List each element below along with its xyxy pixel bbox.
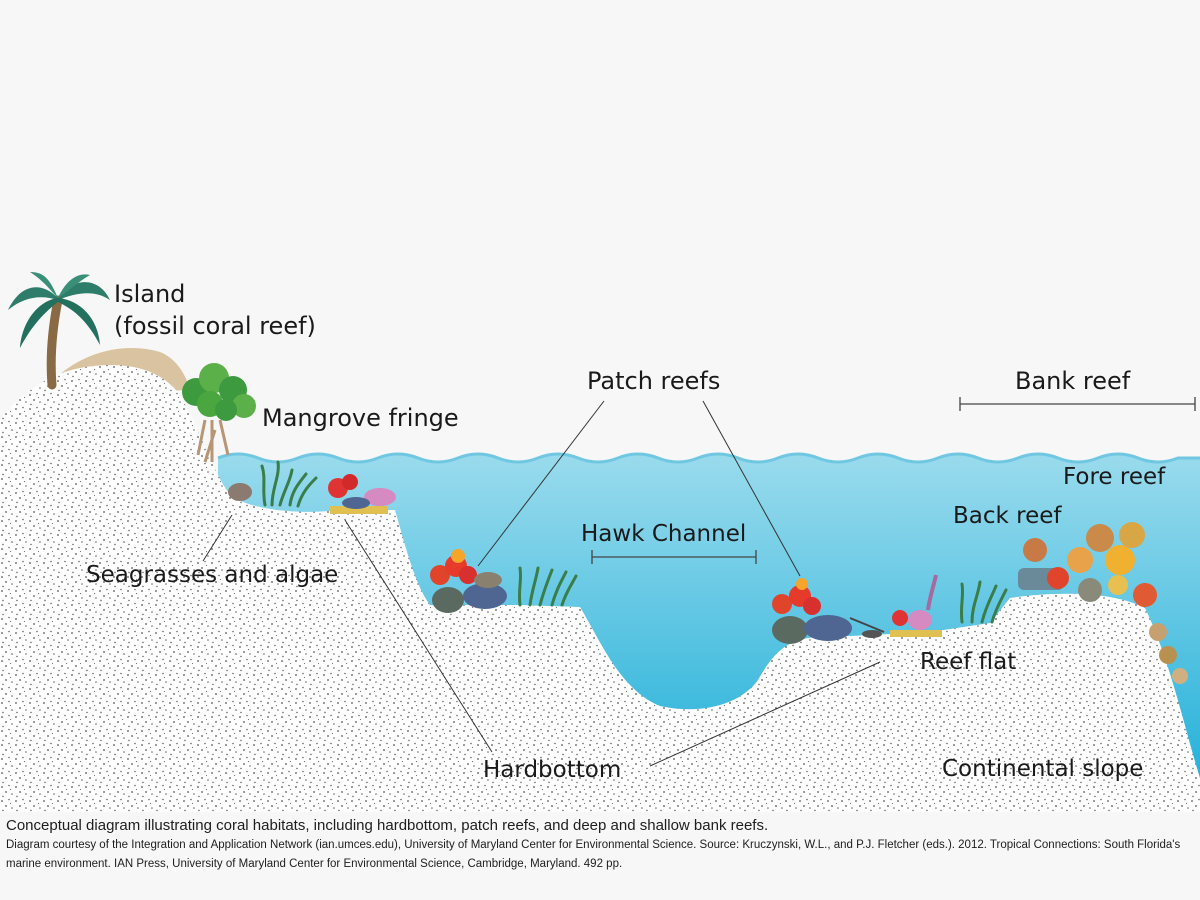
hawk-channel-range-bar [591, 550, 757, 564]
label-bank-reef: Bank reef [1015, 367, 1131, 395]
patch-reef-coral-icon [430, 549, 507, 613]
leader-lines [202, 400, 881, 767]
seabed-sediment [0, 365, 1200, 812]
label-mangrove-fringe: Mangrove fringe [262, 404, 459, 432]
reef-flat-coral-icon [890, 574, 942, 637]
label-seagrasses-and-algae: Seagrasses and algae [86, 562, 338, 588]
patch-reef-coral-icon [772, 578, 885, 644]
seagrass-icon [228, 460, 318, 508]
caption-credit: Diagram courtesy of the Integration and … [6, 839, 1181, 870]
bank-reef-range-bar [959, 397, 1196, 411]
label-hardbottom: Hardbottom [483, 757, 621, 783]
label-back-reef: Back reef [953, 503, 1062, 529]
coral-cluster-icon [328, 474, 396, 514]
figure-caption: Conceptual diagram illustrating coral ha… [6, 816, 1194, 874]
palm-tree-icon [8, 272, 110, 390]
label-island: Island [114, 280, 185, 308]
seagrass-icon [517, 566, 578, 607]
water-surface [217, 452, 1200, 464]
label-hawk-channel: Hawk Channel [581, 521, 746, 547]
label-patch-reefs: Patch reefs [587, 367, 720, 395]
label-island-subtitle: (fossil coral reef) [114, 312, 316, 340]
label-reef-flat: Reef flat [920, 649, 1016, 675]
mangrove-tree-icon [182, 363, 256, 463]
caption-main: Conceptual diagram illustrating coral ha… [6, 817, 769, 834]
bank-reef-coral-icon [1018, 522, 1188, 684]
seagrass-icon [959, 580, 1008, 624]
diagram-scene: Island (fossil coral reef) Mangrove frin… [0, 272, 1200, 812]
label-continental-slope: Continental slope [942, 756, 1143, 782]
label-fore-reef: Fore reef [1063, 464, 1166, 490]
